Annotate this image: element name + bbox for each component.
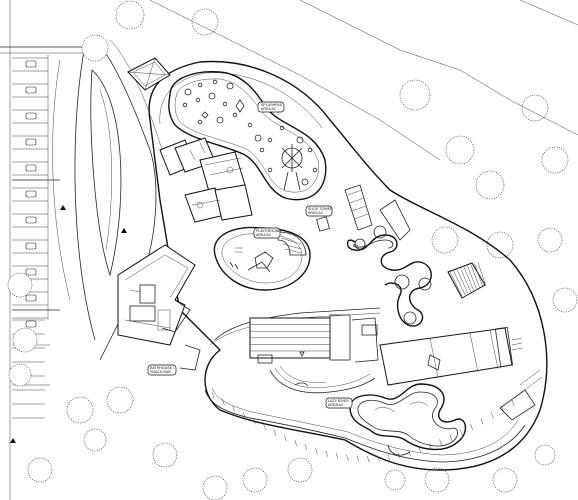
parked-car xyxy=(25,86,37,94)
tree-icon xyxy=(492,467,518,493)
splashpad-label-2: AREA A1 xyxy=(261,107,276,111)
lazyriver-label-1: LAZY RIVER xyxy=(328,399,349,403)
trees xyxy=(7,0,578,500)
tree-icon xyxy=(7,272,33,298)
splashpad-area: SPLASHPAD AREA A1 xyxy=(168,71,327,201)
tree-icon xyxy=(534,444,556,466)
shade-structure xyxy=(447,262,487,299)
parking-stalls xyxy=(12,55,49,419)
tree-icon xyxy=(152,442,178,468)
tree-icon xyxy=(83,428,107,452)
lazy-river: LAZY RIVER AREA A4 xyxy=(325,383,467,456)
tree-icon xyxy=(541,146,569,174)
building-cluster xyxy=(159,137,253,223)
slide-label-2: AREA A3 xyxy=(308,211,323,215)
splashpad-label-1: SPLASHPAD xyxy=(261,103,283,107)
parked-car xyxy=(25,190,37,198)
parked-car xyxy=(25,164,37,172)
tree-icon xyxy=(106,386,134,414)
parked-car xyxy=(25,242,37,250)
slide-label-1: SLIDE TOWER xyxy=(308,207,333,211)
bathhouse-label-1: BATHHOUSE / xyxy=(150,366,174,370)
tree-icon xyxy=(115,0,145,30)
pool-complex xyxy=(209,307,523,394)
competition-pool xyxy=(379,327,513,386)
shade-pavilion xyxy=(127,57,171,91)
bathhouse-building: BATHHOUSE / SNACK BAR xyxy=(117,244,201,376)
tree-icon xyxy=(287,457,313,483)
parked-car xyxy=(25,216,37,224)
tree-icon xyxy=(552,287,578,313)
tree-icon xyxy=(66,396,94,424)
slide-tower-area: SLIDE TOWER AREA A3 xyxy=(305,184,432,327)
parked-car xyxy=(25,268,37,276)
tree-icon xyxy=(475,170,505,200)
playground-label-2: AREA A2 xyxy=(256,233,271,237)
arrow-up-icon xyxy=(121,228,127,233)
bathhouse-label-2: SNACK BAR xyxy=(150,370,171,374)
tree-icon xyxy=(384,469,406,491)
arrow-up-icon xyxy=(10,438,16,443)
parked-car xyxy=(25,138,37,146)
tree-icon xyxy=(12,327,38,353)
tree-icon xyxy=(399,79,431,111)
tree-icon xyxy=(27,457,53,483)
parking-lot xyxy=(0,0,163,500)
lazyriver-label-2: AREA A4 xyxy=(328,403,343,407)
tree-icon xyxy=(537,227,563,253)
property-lines xyxy=(149,0,578,161)
perimeter-wall xyxy=(204,369,543,463)
tree-icon xyxy=(191,8,219,36)
tree-icon xyxy=(81,34,109,62)
arrow-up-icon xyxy=(60,205,66,210)
parked-car xyxy=(25,112,37,120)
playground-area: PLAYGROUND AREA A2 xyxy=(213,226,311,291)
tree-icon xyxy=(202,475,228,500)
center-median xyxy=(90,69,122,277)
playground-label-1: PLAYGROUND xyxy=(256,229,281,233)
tree-icon xyxy=(486,231,514,259)
tree-icon xyxy=(424,467,450,493)
tree-icon xyxy=(242,467,268,493)
tree-icon xyxy=(445,135,475,165)
parked-car xyxy=(25,60,37,68)
tree-icon xyxy=(521,94,549,122)
parked-car xyxy=(25,294,37,302)
tree-icon xyxy=(8,363,32,387)
site-boundary xyxy=(148,60,548,471)
tree-icon xyxy=(431,226,459,254)
parked-car xyxy=(25,320,37,328)
